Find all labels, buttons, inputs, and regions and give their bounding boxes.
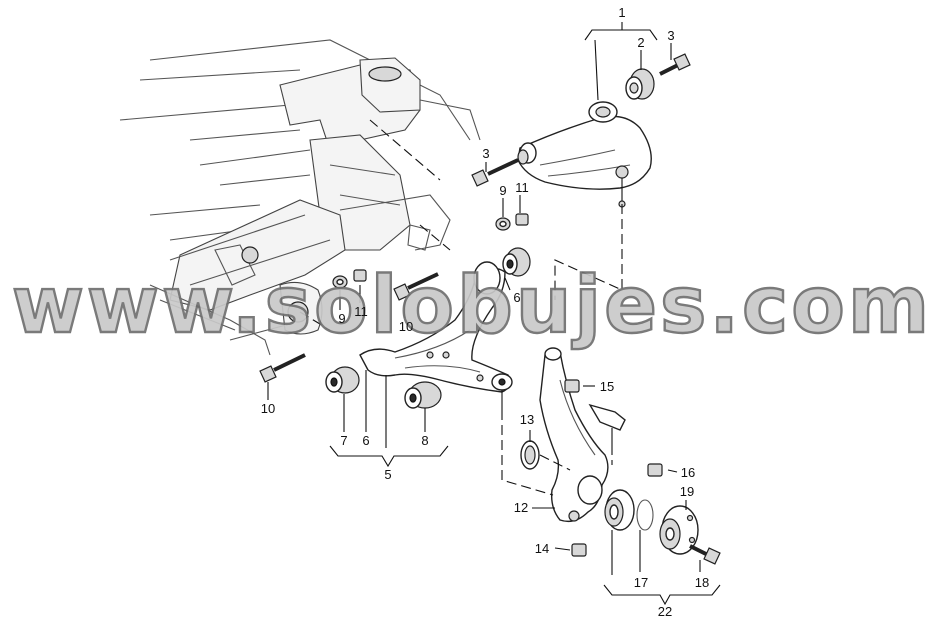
snap-ring-17 <box>636 499 654 531</box>
assembly-lines <box>299 119 623 496</box>
wheel-hub-19 <box>659 505 699 555</box>
callout-1: 1 <box>618 5 625 20</box>
upper-control-arm <box>517 101 652 208</box>
callout-14: 14 <box>535 541 549 556</box>
hub-bolt-18 <box>689 544 721 565</box>
bushing-7 <box>325 366 360 394</box>
callout-10-mid: 10 <box>399 319 413 334</box>
callout-9-upper: 9 <box>499 183 506 198</box>
callout-2: 2 <box>637 35 644 50</box>
wheel-bearing <box>604 489 635 531</box>
washer-9-upper <box>495 217 511 231</box>
callout-11-lower: 11 <box>354 304 368 319</box>
callout-22: 22 <box>658 604 672 619</box>
bolt-10-mid <box>393 272 439 301</box>
callout-5: 5 <box>384 467 391 482</box>
leader-lines <box>267 22 721 606</box>
bushing-2 <box>625 68 655 100</box>
steering-knuckle <box>539 347 609 523</box>
callout-6-upper: 6 <box>513 290 520 305</box>
nut-11-upper <box>515 213 529 226</box>
dust-cover-13 <box>520 440 540 470</box>
callout-10-left: 10 <box>261 401 275 416</box>
tie-rod-end <box>588 403 626 445</box>
callout-labels: 1 2 3 3 9 11 9 11 10 6 10 7 6 8 5 15 13 … <box>261 5 709 619</box>
callout-15: 15 <box>600 379 614 394</box>
callout-19: 19 <box>680 484 694 499</box>
nut-15 <box>564 379 580 393</box>
bolt-3-left <box>471 149 529 187</box>
callout-13: 13 <box>520 412 534 427</box>
bolt-3-top <box>659 53 691 76</box>
nut-14 <box>571 543 587 557</box>
callout-8: 8 <box>421 433 428 448</box>
callout-17: 17 <box>634 575 648 590</box>
callout-9-lower: 9 <box>338 311 345 326</box>
subframe <box>119 39 481 356</box>
callout-7: 7 <box>340 433 347 448</box>
bushing-8 <box>404 381 442 409</box>
bolt-10-left <box>259 353 306 383</box>
bushing-6-upper <box>502 247 531 277</box>
callout-11-upper: 11 <box>515 180 529 195</box>
lower-control-arm <box>359 261 513 410</box>
washer-9-lower <box>332 275 348 289</box>
nut-11-lower <box>353 269 367 282</box>
callout-6-lower: 6 <box>362 433 369 448</box>
callout-3-top: 3 <box>667 28 674 43</box>
callout-12: 12 <box>514 500 528 515</box>
watermark-text: www.solobujes.com <box>12 261 932 351</box>
callout-18: 18 <box>695 575 709 590</box>
callout-3-left: 3 <box>482 146 489 161</box>
nut-16 <box>647 463 663 477</box>
callout-16: 16 <box>681 465 695 480</box>
